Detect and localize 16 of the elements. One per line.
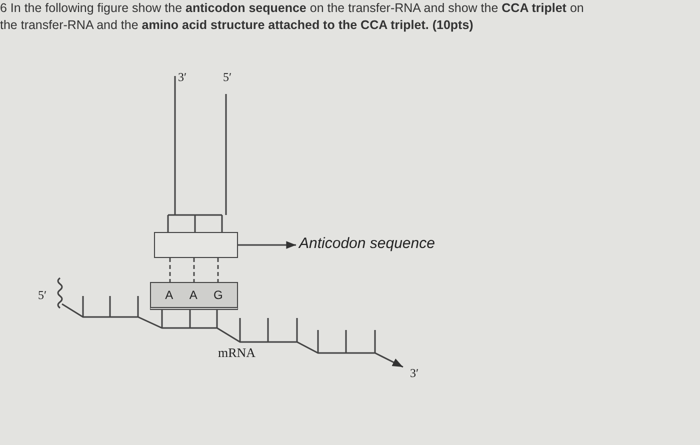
base-pair-line — [169, 258, 171, 282]
base-pair-line — [217, 258, 219, 282]
end-label: 5′ — [223, 70, 232, 85]
anticodon-label: Anticodon sequence — [299, 235, 479, 255]
strand-label: mRNA — [218, 345, 256, 361]
base-pair-line — [193, 258, 195, 282]
end-label: 3′ — [410, 366, 419, 381]
end-label: 5′ — [38, 288, 47, 303]
codon-box — [150, 282, 238, 310]
question-text: 6 In the following figure show the anticodon sequence on the transfer-RNA and show the CCA triplet on the transfer-RNA and the amino acid structure attached to the CCA triplet. (10pts) — [0, 0, 585, 34]
anticodon-box — [154, 232, 238, 258]
base-letter: A — [165, 288, 174, 302]
end-label: 3′ — [178, 70, 187, 85]
arrow — [238, 241, 296, 249]
base-letter: A — [189, 288, 198, 302]
base-letter: G — [214, 288, 223, 302]
